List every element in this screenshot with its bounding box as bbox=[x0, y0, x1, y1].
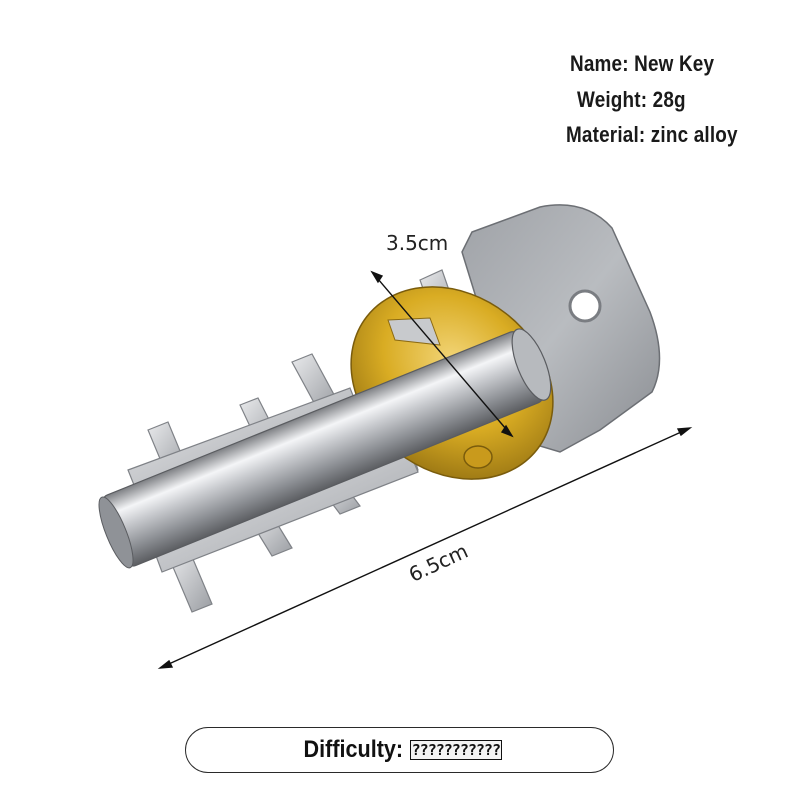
spec-weight: Weight: 28g bbox=[577, 87, 686, 112]
key-hole bbox=[568, 289, 602, 323]
difficulty-badge: Difficulty: ??????????? bbox=[185, 727, 614, 773]
difficulty-label: Difficulty: bbox=[303, 736, 404, 763]
spec-material: Material: zinc alloy bbox=[566, 122, 738, 147]
difficulty-rating: ??????????? bbox=[409, 740, 503, 760]
diameter-label: 3.5cm bbox=[386, 231, 449, 255]
key-shaft bbox=[98, 328, 552, 569]
dimension-lines bbox=[157, 270, 693, 669]
spec-name: Name: New Key bbox=[570, 51, 715, 76]
